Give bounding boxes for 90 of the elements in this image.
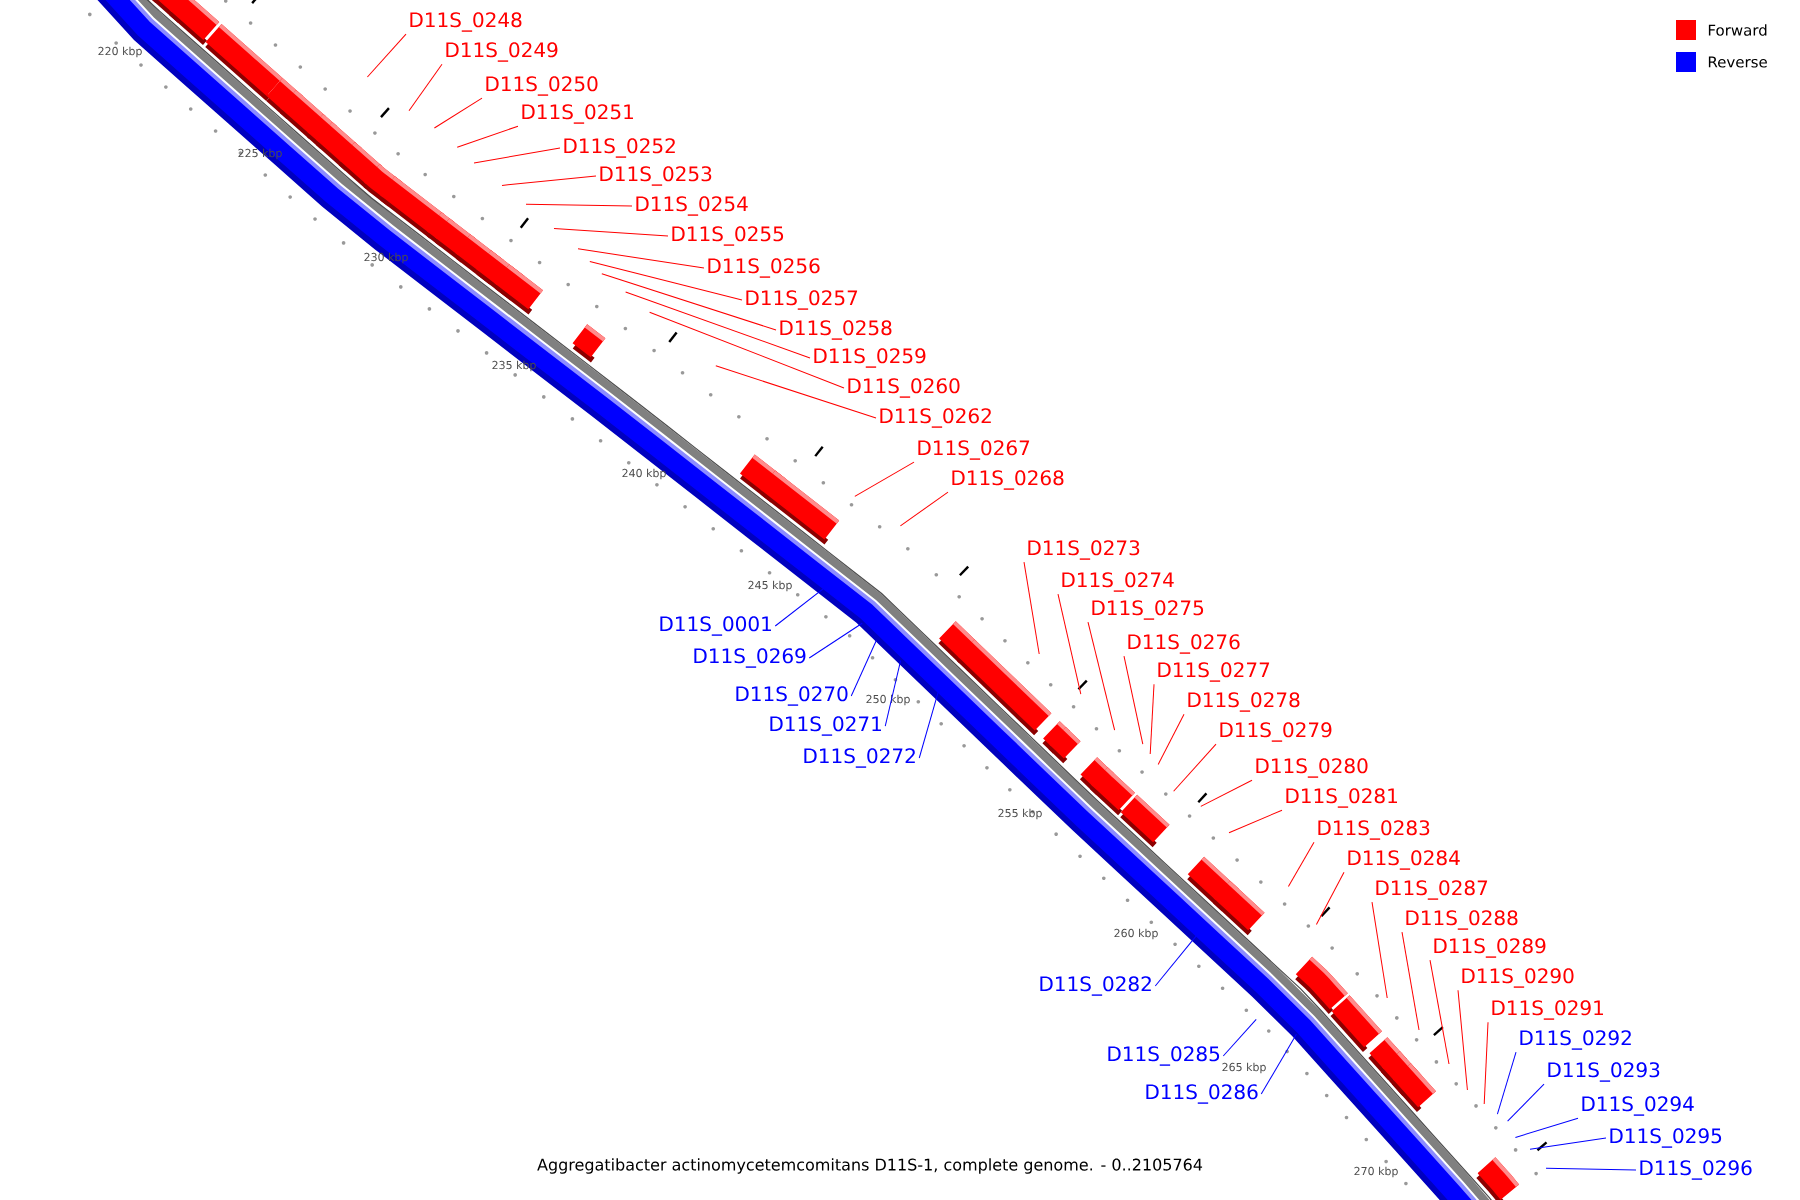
- leader-line: [1496, 1051, 1517, 1115]
- leader-line: [408, 63, 443, 112]
- gene-label: D11S_0281: [1286, 788, 1397, 808]
- leader-line: [1149, 683, 1155, 755]
- leader-line: [1429, 959, 1450, 1065]
- leader-line: [473, 147, 561, 164]
- leader-line: [456, 125, 519, 148]
- gene-label: D11S_0277: [1158, 662, 1270, 682]
- gene-label: D11S_0271: [770, 716, 881, 736]
- leader-line: [553, 227, 669, 237]
- gene-label: D11S_0274: [1062, 572, 1174, 592]
- gene-label: D11S_0295: [1610, 1128, 1722, 1148]
- leader-line: [589, 260, 743, 301]
- leader-line: [1173, 743, 1217, 792]
- leader-line: [1507, 1083, 1545, 1122]
- leader-line: [715, 365, 877, 419]
- leader-line: [649, 311, 845, 389]
- gene-label: D11S_0290: [1462, 968, 1574, 988]
- gene-label: D11S_0286: [1146, 1084, 1258, 1104]
- gene-label: D11S_0283: [1318, 820, 1430, 840]
- gene-label: D11S_0280: [1256, 758, 1368, 778]
- leader-line: [1401, 931, 1420, 1031]
- gene-label: D11S_0260: [848, 378, 960, 398]
- gene-label: D11S_0267: [918, 440, 1030, 460]
- gene-label: D11S_0259: [814, 348, 926, 368]
- leader-line: [1315, 871, 1345, 925]
- leader-line: [1545, 1167, 1637, 1171]
- gene-label: D11S_0268: [952, 470, 1064, 490]
- leader-line: [1529, 1137, 1607, 1150]
- leader-line: [1287, 841, 1315, 888]
- leader-line: [1200, 779, 1253, 807]
- gene-label: D11S_0250: [486, 76, 598, 96]
- leader-line: [601, 273, 777, 331]
- gene-label: D11S_0293: [1548, 1062, 1660, 1082]
- gene-label: D11S_0255: [672, 226, 784, 246]
- leader-line: [1123, 655, 1144, 745]
- caption: Aggregatibacter actinomycetemcomitans D11S-1, complete genome. - 0..2105764: [535, 1156, 1205, 1176]
- leader-line: [577, 248, 705, 269]
- leader-line: [1457, 989, 1468, 1091]
- gene-label: D11S_0254: [636, 196, 748, 216]
- gene-label: D11S_0284: [1348, 850, 1460, 870]
- leader-line: [366, 33, 407, 78]
- gene-label: D11S_0279: [1220, 722, 1332, 742]
- leader-line: [850, 639, 877, 697]
- leader-line: [1483, 1021, 1489, 1105]
- leader-line: [625, 291, 811, 359]
- leader-line: [433, 97, 483, 129]
- gene-label: D11S_0291: [1492, 1000, 1603, 1020]
- gene-label: D11S_0270: [736, 686, 848, 706]
- gene-label: D11S_0001: [660, 616, 771, 636]
- gene-label: D11S_0285: [1108, 1046, 1220, 1066]
- leader-line: [501, 175, 597, 186]
- gene-label: D11S_0289: [1434, 938, 1546, 958]
- gene-label: D11S_0257: [746, 290, 858, 310]
- gene-label: D11S_0287: [1376, 880, 1488, 900]
- gene-label: D11S_0258: [780, 320, 892, 340]
- leader-line: [1157, 713, 1185, 765]
- leader-line: [808, 622, 863, 659]
- gene-label: D11S_0269: [694, 648, 806, 668]
- gene-label: D11S_0256: [708, 258, 820, 278]
- leader-line: [1228, 809, 1283, 834]
- leader-line: [1154, 935, 1197, 987]
- leader-line: [1023, 561, 1040, 655]
- gene-label: D11S_0296: [1640, 1160, 1752, 1180]
- gene-label: D11S_0273: [1028, 540, 1140, 560]
- gene-label: D11S_0275: [1092, 600, 1204, 620]
- gene-label: D11S_0252: [564, 138, 675, 158]
- gene-label: D11S_0253: [600, 166, 712, 186]
- gene-label: D11S_0282: [1040, 976, 1151, 996]
- gene-label: D11S_0276: [1128, 634, 1240, 654]
- leader-line: [1087, 621, 1116, 731]
- gene-label: D11S_0249: [446, 42, 558, 62]
- leader-line: [1222, 1018, 1257, 1057]
- gene-label: D11S_0248: [410, 12, 522, 32]
- gene-label: D11S_0294: [1582, 1096, 1694, 1116]
- gene-label: D11S_0262: [880, 408, 991, 428]
- gene-label: D11S_0272: [804, 748, 915, 768]
- leader-line: [899, 491, 949, 527]
- leader-line: [1371, 901, 1388, 999]
- gene-label: D11S_0251: [522, 104, 633, 124]
- leader-line: [1514, 1117, 1579, 1138]
- leader-line: [1260, 1033, 1297, 1095]
- gene-label: D11S_0278: [1188, 692, 1300, 712]
- gene-label: D11S_0292: [1520, 1030, 1631, 1050]
- leader-line: [1057, 593, 1082, 695]
- leader-line: [884, 660, 902, 727]
- gene-label: D11S_0288: [1406, 910, 1518, 930]
- leader-line: [525, 203, 633, 207]
- leader-line: [918, 690, 940, 759]
- leader-line: [854, 461, 915, 497]
